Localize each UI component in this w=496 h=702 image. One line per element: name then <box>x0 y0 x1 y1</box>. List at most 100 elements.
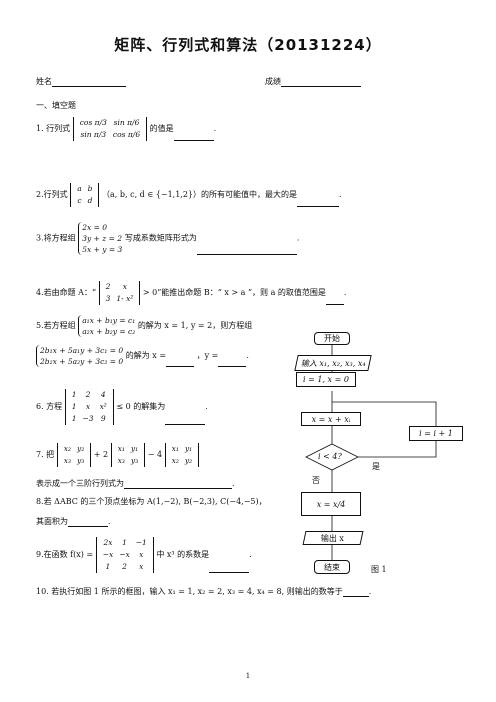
q6-cell: 2 <box>85 390 91 399</box>
q4-cell: 3 <box>105 294 111 303</box>
flow-input-label: 输入 x₁, x₂, x₃, x₄ <box>300 359 366 368</box>
question-5: 5.若方程组 a₁x + b₁y = c₁ a₂x + b₂y = c₂ 的解为… <box>36 315 252 337</box>
question-10: 10. 若执行如图 1 所示的框图，输入 x₁ = 1, x₂ = 2, x₃ … <box>36 587 372 597</box>
q1-cell: cos π/3 <box>79 118 107 127</box>
flow-output-label: 输出 x <box>321 534 345 543</box>
q3-row: 3y + z = 2 <box>82 234 123 243</box>
q7-line2: 表示成一个三阶行列式为 <box>36 479 124 488</box>
q9-cell: 1 <box>105 562 111 571</box>
q10-text: 10. 若执行如图 1 所示的框图，输入 x₁ = 1, x₂ = 2, x₃ … <box>36 587 343 596</box>
q9-cell: −x <box>102 550 114 559</box>
q7-cell: y₁ <box>130 444 139 453</box>
question-7-cont: 表示成一个三阶行列式为. <box>36 479 235 489</box>
q9-suffix: 中 x³ 的系数是 <box>156 550 210 559</box>
section-heading: 一、填空题 <box>36 101 76 110</box>
q9-prefix: 9.在函数 f(x) = <box>36 550 94 559</box>
q7-cell: x₁ <box>117 444 125 453</box>
q7-cell: x₂ <box>171 456 179 465</box>
q7-cell: y₃ <box>130 456 139 465</box>
q9-cell: x <box>139 562 144 571</box>
q3-row: 2x = 0 <box>82 223 108 232</box>
q6-cell: x <box>85 402 91 411</box>
q3-suffix: 写成系数矩阵形式为 <box>124 233 197 243</box>
answer-blank-x[interactable] <box>166 357 195 367</box>
question-8-cont: 其面积为. <box>36 517 111 527</box>
score-blank[interactable] <box>281 77 361 87</box>
answer-blank[interactable] <box>173 131 214 141</box>
q9-cell: −1 <box>135 538 147 547</box>
answer-blank-y[interactable] <box>218 357 247 367</box>
q3-prefix: 3.将方程组 <box>36 233 76 243</box>
flow-end: 结束 <box>314 560 350 574</box>
page-title: 矩阵、行列式和算法（20131224） <box>114 36 382 54</box>
question-5-cont: 2b₁x + 5a₁y + 3c₁ = 0 2b₂x + 5a₂y + 3c₂ … <box>36 345 249 367</box>
q5-mid: 的解为 x = 1, y = 2，则方程组 <box>137 321 253 330</box>
q5-row: 2b₂x + 5a₂y + 3c₂ = 0 <box>40 357 124 366</box>
q5-sol-x: 的解为 x = <box>125 351 167 360</box>
q1-cell: cos π/6 <box>112 130 141 139</box>
answer-blank[interactable] <box>165 415 206 425</box>
q1-suffix: 的值是 <box>149 124 174 133</box>
answer-blank[interactable] <box>325 295 344 305</box>
q4-text-a: 4.若由命题 A：“ <box>36 288 97 297</box>
q5-prefix: 5.若方程组 <box>36 321 76 330</box>
q7-cell: x₃ <box>117 456 125 465</box>
q2-cell: b <box>87 184 93 193</box>
q7-prefix: 7. 把 <box>36 450 55 459</box>
q2-cell: d <box>87 196 93 205</box>
flow-yes-label: 是 <box>372 462 380 471</box>
q7-cell: y₂ <box>76 444 85 453</box>
q9-cell: 1 <box>122 538 127 547</box>
q8-line2: 其面积为 <box>36 517 68 526</box>
name-blank[interactable] <box>52 77 126 87</box>
q4-cell: 1- x² <box>116 294 134 303</box>
answer-blank[interactable] <box>342 587 369 597</box>
name-field[interactable]: 姓名 <box>36 76 126 87</box>
question-8: 8.若 ΔABC 的三个顶点坐标为 A(1,−2), B(−2,3), C(−4… <box>36 496 267 507</box>
q6-cell: −3 <box>82 414 94 423</box>
answer-blank[interactable] <box>209 563 250 573</box>
q5-row: 2b₁x + 5a₁y + 3c₁ = 0 <box>40 346 124 355</box>
answer-blank[interactable] <box>196 245 297 255</box>
flow-condition: i < 4? <box>318 452 342 461</box>
answer-blank[interactable] <box>68 517 108 527</box>
q7-cell: x₃ <box>63 456 71 465</box>
answer-blank[interactable] <box>297 197 340 207</box>
page-number: 1 <box>245 672 251 680</box>
answer-blank[interactable] <box>124 479 232 489</box>
q1-cell: sin π/6 <box>113 118 140 127</box>
flow-start: 开始 <box>314 332 350 345</box>
q8-text: 8.若 ΔABC 的三个顶点坐标为 A(1,−2), B(−2,3), C(−4… <box>36 497 267 506</box>
q7-op2: − 4 <box>147 450 163 459</box>
q6-prefix: 6. 方程 <box>36 402 63 411</box>
q7-determinant-2: x₁ y₁ x₃ y₃ <box>110 443 146 467</box>
q6-cell: x² <box>99 402 107 411</box>
q3-row: 5x + y = 3 <box>82 245 123 254</box>
flow-input: 输入 x₁, x₂, x₃, x₄ <box>294 355 372 371</box>
flow-output: 输出 x <box>302 531 364 545</box>
q2-prefix: 2.行列式 <box>36 190 68 199</box>
q1-prefix: 1. 行列式 <box>36 124 71 133</box>
q3-system: 2x = 0 3y + z = 2 5x + y = 3 <box>78 222 122 255</box>
q1-cell: sin π/3 <box>80 130 107 139</box>
flow-init: i = 1, x = 0 <box>296 372 356 387</box>
q7-cell: y₂ <box>184 456 193 465</box>
score-label: 成绩 <box>265 77 281 86</box>
flow-assign: x = x + xᵢ <box>301 412 361 426</box>
q6-cell: 1 <box>71 414 77 423</box>
q4-text-b: > 0”能推出命题 B：“ x > a ”，则 a 的取值范围是 <box>142 288 326 297</box>
q6-cell: 1 <box>71 402 77 411</box>
q7-op1: + 2 <box>93 450 109 459</box>
q4-cell: 2 <box>105 282 111 291</box>
q2-condition: （a, b, c, d ∈ {−1,1,2}）的所有可能值中，最大的是 <box>102 190 298 199</box>
flow-loop: i = i + 1 <box>409 426 463 441</box>
score-field[interactable]: 成绩 <box>265 76 361 87</box>
q5-sol-y: ，y = <box>196 351 219 360</box>
q5-system-1: a₁x + b₁y = c₁ a₂x + b₂y = c₂ <box>78 315 135 337</box>
